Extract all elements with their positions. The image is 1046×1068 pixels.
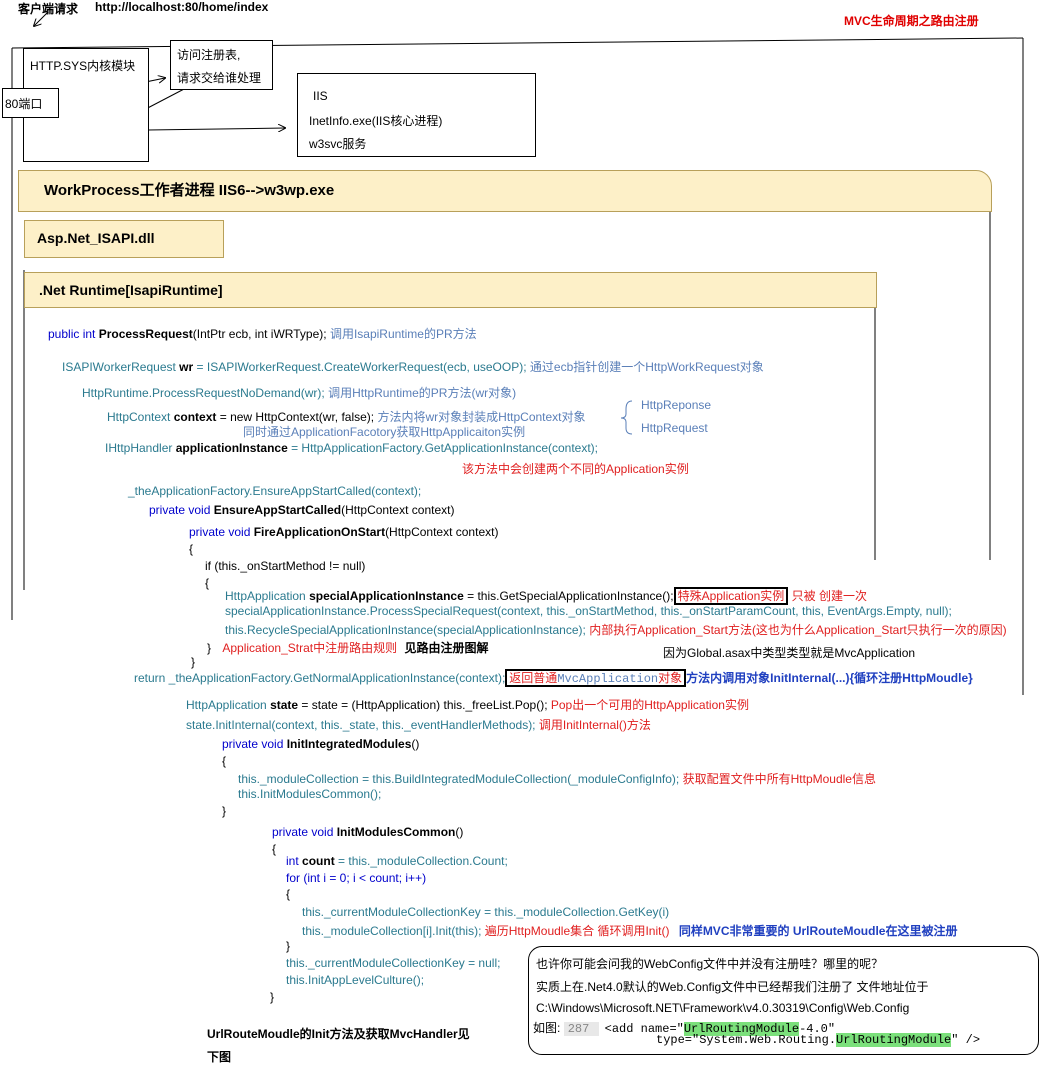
isapi-band: Asp.Net_ISAPI.dll (24, 220, 224, 258)
code-line-3: HttpRuntime.ProcessRequestNoDemand(wr); … (82, 386, 517, 400)
brace-1: { (189, 542, 194, 556)
iis-line1: IIS (313, 89, 328, 103)
callout-line3: C:\Windows\Microsoft.NET\Framework\v4.0.… (536, 1001, 910, 1015)
code-line-26: this.InitAppLevelCulture(); (286, 973, 425, 987)
code-line-5: IHttpHandler applicationInstance = HttpA… (105, 441, 599, 455)
footer-line1: UrlRouteMoudle的Init方法及获取MvcHandler见 (207, 1027, 470, 1041)
callout-figure-line2: type="System.Web.Routing.UrlRoutingModul… (656, 1033, 981, 1047)
code-line-7: private void EnsureAppStartCalled(HttpCo… (149, 503, 455, 517)
code-line-8: private void FireApplicationOnStart(Http… (189, 525, 499, 539)
code-line-19: this.InitModulesCommon(); (238, 787, 382, 801)
callout-line2: 实质上在.Net4.0默认的Web.Config文件中已经帮我们注册了 文件地址… (536, 980, 929, 994)
brace-7: { (286, 887, 291, 901)
brace-9: } (270, 990, 275, 1004)
iis-arrow (147, 128, 285, 130)
registry-note-box: 访问注册表, 请求交给谁处理 (170, 40, 273, 90)
workprocess-title: WorkProcess工作者进程 IIS6-->w3wp.exe (44, 182, 335, 199)
workprocess-band: WorkProcess工作者进程 IIS6-->w3wp.exe (18, 170, 992, 212)
client-request-label: 客户端请求 (18, 2, 79, 16)
brace-3: } (191, 655, 196, 669)
registry-note-line2: 请求交给谁处理 (177, 71, 262, 85)
code-line-2: ISAPIWorkerRequest wr = ISAPIWorkerReque… (62, 360, 764, 374)
httpresponse-label: HttpReponse (641, 398, 712, 412)
code-line-4-note2: 同时通过ApplicationFacotory获取HttpApplicaiton… (243, 425, 526, 439)
port-label: 80端口 (5, 97, 43, 111)
context-brace (620, 400, 633, 435)
request-url: http://localhost:80/home/index (95, 0, 269, 14)
registry-note-line1: 访问注册表, (177, 48, 241, 62)
code-line-21: int count = this._moduleCollection.Count… (286, 854, 508, 868)
brace-2: { (205, 576, 210, 590)
brace-8: } (286, 939, 291, 953)
code-line-23: this._currentModuleCollectionKey = this.… (302, 905, 670, 919)
runtime-title: .Net Runtime[IsapiRuntime] (39, 282, 223, 298)
code-line-17: private void InitIntegratedModules() (222, 737, 420, 751)
code-line-4: HttpContext context = new HttpContext(wr… (107, 410, 586, 424)
brace-5: } (222, 804, 227, 818)
footer-line2: 下图 (207, 1050, 232, 1064)
outer-frame-top (11, 37, 1024, 49)
code-line-16: state.InitInternal(context, this._state,… (186, 718, 651, 732)
httprequest-label: HttpRequest (641, 421, 708, 435)
code-line-25: this._currentModuleCollectionKey = null; (286, 956, 501, 970)
code-line-15: HttpApplication state = state = (HttpApp… (186, 698, 749, 712)
callout-line1: 也许你可能会问我的WebConfig文件中并没有注册哇？哪里的呢？ (536, 957, 884, 971)
iis-line2: InetInfo.exe(IIS核心进程) (309, 114, 443, 128)
http-sys-label: HTTP.SYS内核模块 (30, 59, 136, 73)
code-line-14: return _theApplicationFactory.GetNormalA… (134, 669, 973, 687)
code-line-6: _theApplicationFactory.EnsureAppStartCal… (128, 484, 422, 498)
code-line-1: public int ProcessRequest(IntPtr ecb, in… (48, 327, 477, 341)
code-line-10: HttpApplication specialApplicationInstan… (225, 587, 867, 605)
client-arrow (34, 11, 49, 26)
iis-line3: w3svc服务 (309, 137, 367, 151)
code-line-9: if (this._onStartMethod != null) (205, 559, 366, 573)
port-box: 80端口 (2, 88, 59, 118)
code-line-13: } Application_Strat中注册路由规则 见路由注册图解 (207, 641, 489, 655)
code-line-20: private void InitModulesCommon() (272, 825, 464, 839)
global-note: 因为Global.asax中类型类型就是MvcApplication (663, 646, 916, 660)
code-line-5-note: 该方法中会创建两个不同的Application实例 (462, 462, 689, 476)
webconfig-callout: 也许你可能会问我的WebConfig文件中并没有注册哇？哪里的呢？ 实质上在.N… (528, 946, 1039, 1055)
code-line-22: for (int i = 0; i < count; i++) (286, 871, 427, 885)
diagram-title: MVC生命周期之路由注册 (844, 14, 979, 28)
code-line-12: this.RecycleSpecialApplicationInstance(s… (225, 623, 1007, 637)
isapi-title: Asp.Net_ISAPI.dll (37, 230, 155, 246)
brace-4: { (222, 754, 227, 768)
iis-box: IIS InetInfo.exe(IIS核心进程) w3svc服务 (297, 73, 536, 157)
callout-figure: 如图: 287 <add name="UrlRoutingModule-4.0" (533, 1021, 836, 1036)
code-line-11: specialApplicationInstance.ProcessSpecia… (225, 604, 952, 618)
code-line-18: this._moduleCollection = this.BuildInteg… (238, 772, 876, 786)
runtime-band: .Net Runtime[IsapiRuntime] (24, 272, 877, 308)
brace-6: { (272, 842, 277, 856)
code-line-24: this._moduleCollection[i].Init(this); 遍历… (302, 924, 958, 938)
